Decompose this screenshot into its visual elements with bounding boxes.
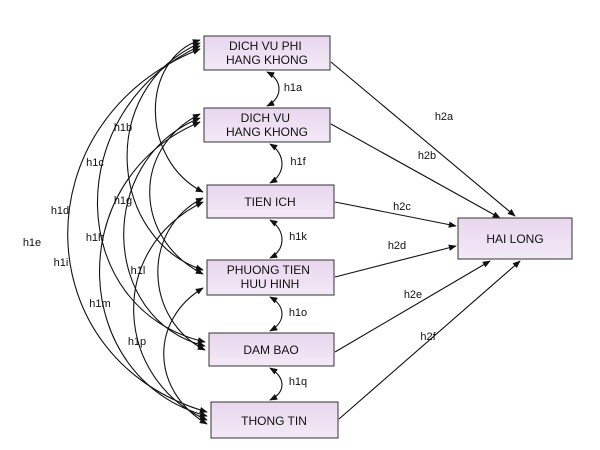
correlation-arrow-h1e: [67, 48, 208, 414]
node-label-line: HANG KHONG: [226, 53, 308, 67]
path-label-h2f: h2f: [420, 331, 436, 343]
edge-labels-layer: h1a h1b h1c h1d h1e h1f h1g h1h h1i h1k h1l h1m h1o h…: [23, 82, 454, 388]
path-label-h2c: h2c: [393, 201, 411, 213]
correlation-label-h1l: h1l: [131, 265, 146, 277]
path-arrow-h2c: [334, 201, 457, 228]
node-label: THONG TIN: [241, 414, 307, 428]
path-label-h2b: h2b: [418, 150, 436, 162]
correlation-label-h1h: h1h: [86, 232, 104, 244]
correlation-label-h1a: h1a: [284, 82, 303, 94]
correlation-arrow-h1l: [157, 197, 206, 351]
path-arrow-h2b: [330, 123, 501, 219]
svg-text:DICH VU HANG KHONG: DICH VU HANG KHONG: [226, 111, 308, 139]
correlation-label-h1c: h1c: [86, 157, 104, 169]
correlation-arrow-h1q: [269, 367, 283, 401]
path-label-h2d: h2d: [388, 240, 406, 252]
node-label-line: HANG KHONG: [226, 125, 308, 139]
node-label-line: PHUONG TIEN: [227, 263, 310, 277]
path-arrow-h2f: [338, 260, 521, 420]
correlation-arrow-h1k: [269, 219, 283, 259]
correlation-arrow-h1b: [154, 39, 204, 193]
correlation-label-h1o: h1o: [289, 307, 307, 319]
node-label: TIEN ICH: [244, 195, 295, 209]
correlation-arrow-h1i: [98, 121, 208, 418]
correlation-label-h1b: h1b: [114, 122, 132, 134]
correlation-label-h1f: h1f: [290, 156, 306, 168]
node-label-line: HUU HINH: [241, 277, 300, 291]
node-thong-tin: THONG TIN: [210, 401, 339, 439]
correlation-label-h1m: h1m: [89, 298, 110, 310]
node-hai-long: HAI LONG: [457, 217, 573, 260]
node-phuong-tien-huu-hinh: PHUONG TIEN HUU HINH: [206, 259, 335, 296]
correlation-label-h1q: h1q: [289, 376, 307, 388]
correlation-arrow-h1f: [269, 143, 283, 184]
correlation-arrow-h1m: [133, 201, 208, 421]
correlation-arrow-h1c: [126, 42, 204, 271]
correlation-arrow-h1g: [149, 113, 204, 275]
node-label-line: DICH VU PHI: [229, 39, 302, 53]
correlation-arrow-h1a: [266, 71, 280, 107]
correlation-arrow-h1o: [269, 296, 283, 332]
node-dich-vu-phi-hang-khong: DICH VU PHI HANG KHONG: [203, 35, 331, 71]
node-label: DAM BAO: [243, 343, 298, 357]
svg-text:PHUONG TIEN HUU HINH: PHUONG TIEN HUU HINH: [227, 263, 313, 291]
correlation-label-h1e: h1e: [23, 237, 41, 249]
path-arrow-h2a: [330, 61, 516, 217]
svg-text:DICH VU PHI HANG KHONG: DICH VU PHI HANG KHONG: [226, 39, 308, 67]
correlation-label-h1p: h1p: [128, 336, 146, 348]
path-label-h2a: h2a: [435, 111, 454, 123]
correlation-label-h1i: h1i: [54, 257, 69, 269]
node-label-line: DICH VU: [241, 111, 290, 125]
correlation-arrow-h1d: [96, 45, 206, 344]
path-label-h2e: h2e: [404, 289, 422, 301]
node-dich-vu-hang-khong: DICH VU HANG KHONG: [203, 107, 331, 143]
path-arrow-h2d: [334, 244, 457, 278]
node-dam-bao: DAM BAO: [208, 332, 335, 367]
correlation-label-h1d: h1d: [51, 205, 69, 217]
path-arrow-h2e: [334, 260, 491, 353]
node-tien-ich: TIEN ICH: [206, 184, 335, 219]
node-label: HAI LONG: [486, 232, 543, 246]
correlation-label-h1k: h1k: [289, 231, 307, 243]
correlation-arrow-h1p: [163, 287, 208, 425]
correlation-label-h1g: h1g: [114, 195, 132, 207]
connections-layer: [67, 39, 521, 425]
